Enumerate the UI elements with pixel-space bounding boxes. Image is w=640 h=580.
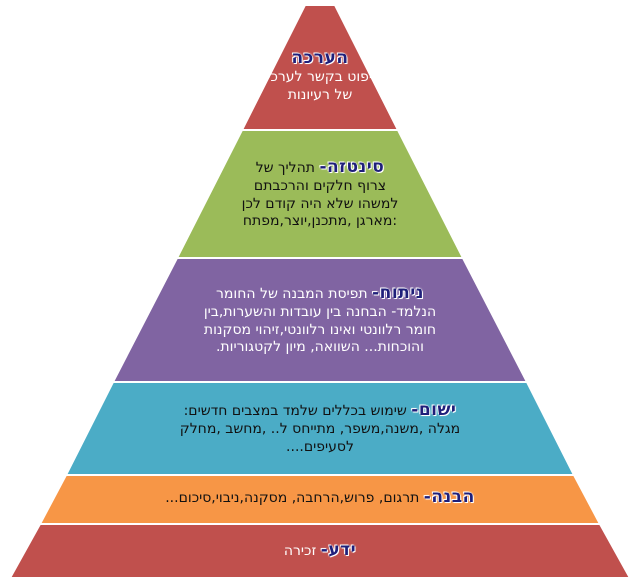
- tier-analysis: ניתוח- תפיסת המבנה של החומר הנלמד- הבחנה…: [170, 283, 470, 357]
- tier-analysis-desc-line: תפיסת המבנה של החומר: [216, 286, 368, 302]
- tier-analysis-desc-line: הנלמד- הבחנה בין עובדות והשערות,בין: [203, 304, 437, 321]
- tier-comprehension-name: הבנה: [431, 487, 475, 507]
- tier-knowledge-name: ידע: [328, 540, 357, 560]
- tier-knowledge-sep: -: [320, 540, 329, 560]
- tier-comprehension-sep: -: [423, 487, 432, 507]
- tier-evaluation-desc-line: שיפוט בקשר לערכים: [258, 69, 382, 86]
- tier-application-name: ישום: [418, 400, 457, 420]
- tier-knowledge: ידע- זכירה: [170, 540, 470, 561]
- tier-application-sep: -: [411, 400, 419, 420]
- tier-analysis-sep: -: [372, 283, 380, 303]
- tier-application-desc-line: לסעיפים....: [286, 438, 354, 455]
- tier-evaluation-name: הערכה: [291, 48, 349, 68]
- tier-evaluation: הערכה שיפוט בקשר לערכים של רעיונות: [240, 48, 400, 104]
- tier-application: ישום- שימוש בכללים שלמד במצבים חדשים: מג…: [140, 400, 500, 456]
- tier-shape-knowledge: [8, 523, 632, 579]
- tier-synthesis-desc-line: צרוף חלקים והרכבתם: [253, 178, 387, 195]
- tier-synthesis-desc-line: :מארגן ,מתכנן,יוצר,מפתח: [242, 213, 398, 230]
- tier-synthesis-name: סינטזה: [327, 157, 385, 177]
- tier-analysis-name: ניתוח: [379, 283, 424, 303]
- tier-evaluation-desc-line: של רעיונות: [287, 86, 353, 103]
- tier-knowledge-desc-line: זכירה: [283, 543, 317, 559]
- tier-comprehension: הבנה- תרגום, פרוש,הרחבה, מסקנה,ניבוי,סיכ…: [100, 487, 540, 508]
- tier-synthesis-sep: -: [319, 157, 327, 177]
- tier-application-desc-line: שימוש בכללים שלמד במצבים חדשים:: [183, 403, 407, 419]
- tier-synthesis-desc-line: למשהו שלא היה קודם לכן: [241, 195, 399, 212]
- tier-synthesis: סינטזה- תהליך של צרוף חלקים והרכבתם למשה…: [200, 157, 440, 231]
- tier-application-desc-line: מגלה ,משנה,משפר, מתייחס ל.. ,מחשב ,מחלק: [179, 421, 461, 438]
- tier-analysis-desc-line: חומר רלוונטי ואינו רלוונטי,זיהוי מסקנות: [203, 321, 437, 338]
- tier-analysis-desc-line: והוכחות... השוואה, מיון לקטגוריות.: [215, 339, 424, 356]
- tier-comprehension-desc-line: תרגום, פרוש,הרחבה, מסקנה,ניבוי,סיכום...: [165, 490, 420, 506]
- tier-synthesis-desc-line: תהליך של: [255, 160, 315, 176]
